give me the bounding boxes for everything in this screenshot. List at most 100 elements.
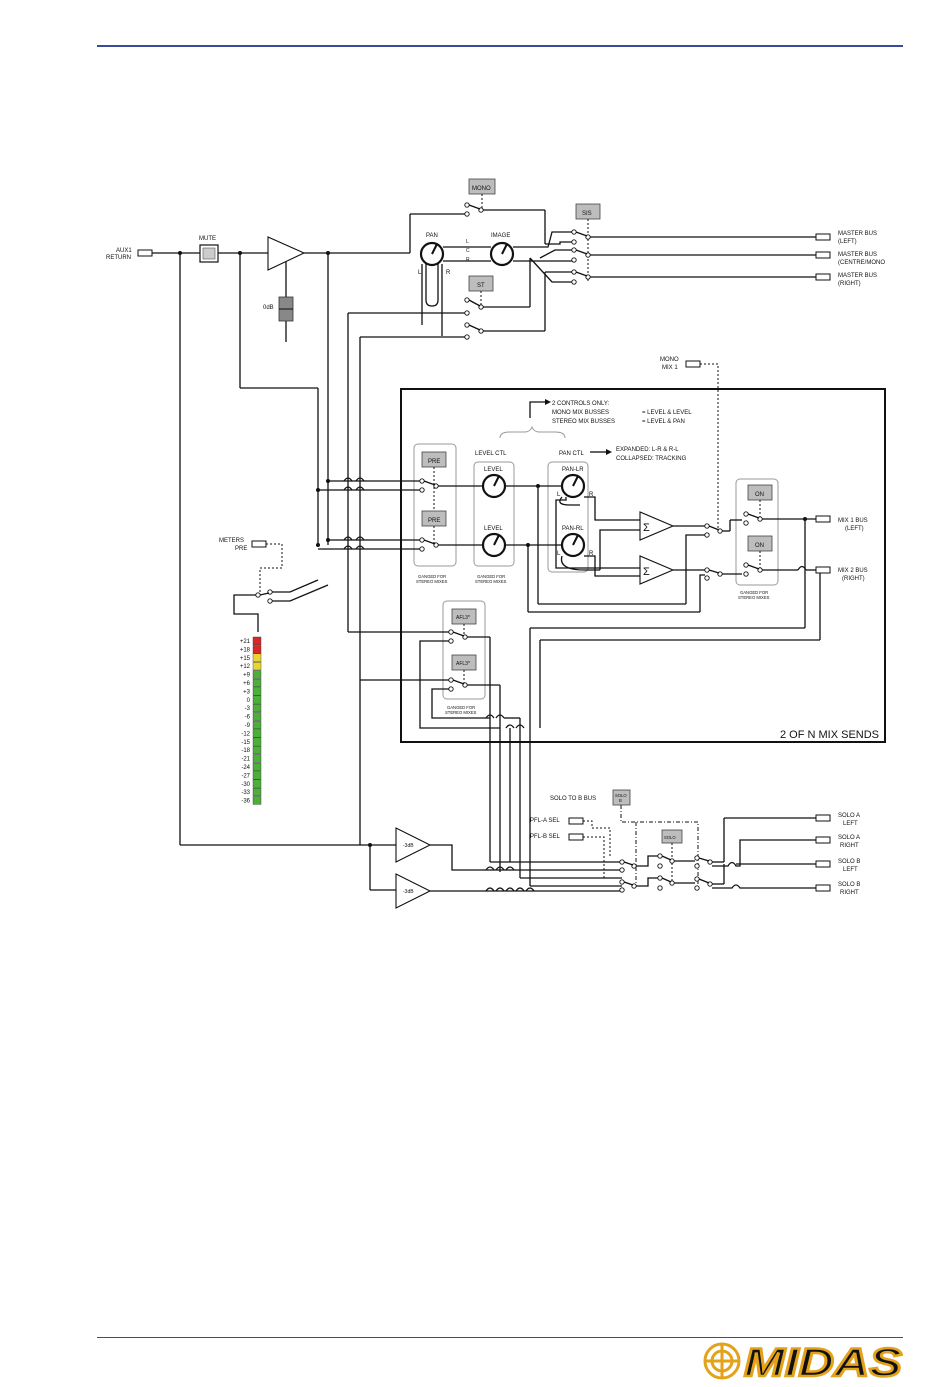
meter-segment	[252, 687, 262, 696]
solo-to-b-button-label: SOLO	[615, 793, 627, 798]
mix-sends-title: 2 OF N MIX SENDS	[780, 729, 879, 741]
level-knob-bottom-label: LEVEL	[484, 526, 503, 532]
solo-amp-top	[395, 827, 432, 863]
sis-button-label: SIS	[582, 211, 592, 217]
sum-amp-top-label: Σ	[643, 522, 650, 534]
aux-return-label: AUX1	[116, 248, 132, 254]
mute-label: MUTE	[199, 236, 216, 242]
mix2-label: MIX 2 BUS	[838, 568, 868, 574]
sum-amp-top	[639, 511, 675, 541]
st-button-label: ST	[477, 283, 485, 289]
footer-rule	[97, 1337, 903, 1338]
image-knob-label: IMAGE	[491, 233, 510, 239]
pfl-a-port	[568, 817, 584, 825]
meter-scale-label: -24	[241, 765, 250, 771]
pan-lr-l-label: L	[557, 492, 561, 498]
mono-button-label: MONO	[472, 186, 491, 192]
meter-segment	[252, 754, 262, 763]
pre-button-top-label: PRE	[428, 459, 440, 465]
meter-segment	[252, 678, 262, 688]
ganged-label-4: GANGED FOR	[447, 705, 475, 710]
level-ctl-label: LEVEL CTL	[475, 451, 507, 457]
meter-scale-label: -36	[241, 799, 250, 805]
pan-lr-label: PAN-LR	[562, 467, 584, 473]
meter-scale-label: -15	[241, 740, 250, 746]
master-right-label-2: (RIGHT)	[838, 281, 861, 287]
solo-button-label: SOLO	[664, 835, 676, 840]
solo-switch-bank	[619, 853, 713, 893]
solo-b-right-label: SOLO B	[838, 882, 860, 888]
aux-return-label-2: RETURN	[106, 255, 131, 261]
solo-to-b-button-label-2: B	[619, 798, 622, 803]
solo-to-b-label: SOLO TO B BUS	[550, 796, 596, 802]
level-knob-top-label: LEVEL	[484, 467, 503, 473]
solo-a-left-label: SOLO A	[838, 813, 860, 819]
solo-b-right-port	[815, 884, 831, 892]
midas-logo: MIDAS	[703, 1340, 904, 1386]
stereo-mix-busses-value: = LEVEL & PAN	[642, 419, 685, 425]
ganged-label-1: GANGED FOR	[418, 574, 446, 579]
meter-segment	[252, 704, 262, 713]
mix1-port	[815, 515, 831, 523]
pfl-b-label: PFL-B SEL	[530, 834, 561, 840]
meter-segment	[252, 796, 262, 805]
meter-scale-label: -27	[241, 773, 250, 779]
master-centre-label: MASTER BUS	[838, 252, 877, 258]
meter-scale-label: -18	[241, 748, 250, 754]
ganged-label-2: GANGED FOR	[477, 574, 505, 579]
meter-segment	[252, 695, 262, 704]
controls-only-label: 2 CONTROLS ONLY:	[552, 401, 610, 407]
solo-a-left-label-2: LEFT	[843, 821, 858, 827]
solo-a-right-label-2: RIGHT	[840, 843, 859, 849]
meter-scale-label: -21	[241, 757, 250, 763]
afl-button-top-label: AFL3*	[456, 615, 470, 621]
solo-amp-bottom-label: -3dB	[403, 889, 414, 895]
sum-amp-bottom	[639, 555, 675, 585]
master-right-label: MASTER BUS	[838, 273, 877, 279]
mono-mix-label: MONO	[660, 357, 679, 363]
solo-b-left-port	[815, 860, 831, 868]
ganged-label-3b: STEREO MIXES	[738, 595, 770, 600]
mono-mix-busses-value: = LEVEL & LEVEL	[642, 410, 692, 416]
solo-a-left-port	[815, 814, 831, 822]
solo-b-left-label: SOLO B	[838, 859, 860, 865]
meter-segment	[252, 720, 262, 730]
meter-segment	[252, 645, 262, 654]
meter-segment	[252, 762, 262, 772]
ganged-label-1b: STEREO MIXES	[416, 579, 448, 584]
mono-mix-port	[685, 360, 701, 368]
meter-scale-label: +15	[240, 656, 251, 662]
meter-scale-label: -9	[245, 723, 251, 729]
master-left-port	[815, 233, 831, 241]
midas-roundel-icon	[703, 1342, 741, 1380]
meter-segment	[252, 737, 262, 746]
solo-a-right-port	[815, 836, 831, 844]
meters-label: METERS	[219, 538, 244, 544]
meter-segment	[252, 788, 262, 797]
pan-lr-r-label: R	[589, 492, 594, 498]
meter-segment	[252, 712, 262, 721]
pan-rl-label: PAN-RL	[562, 526, 584, 532]
solo-a-right-label: SOLO A	[838, 835, 860, 841]
sum-amp-bottom-label: Σ	[643, 566, 650, 578]
meter-scale-label: -6	[245, 715, 251, 721]
pre-button-bottom-label: PRE	[428, 518, 440, 524]
mix-sends-box	[400, 388, 886, 743]
mix2-label-2: (RIGHT)	[842, 576, 865, 582]
meter-scale-label: +6	[243, 681, 251, 687]
ganged-label-4b: STEREO MIXES	[445, 710, 477, 715]
mix1-label: MIX 1 BUS	[838, 518, 868, 524]
meter-scale-label: +3	[243, 689, 251, 695]
meter-scale-label: +9	[243, 673, 251, 679]
midas-logo-text: MIDAS	[744, 1341, 902, 1385]
meter-scale-label: -33	[241, 790, 250, 796]
solo-amp-bottom	[395, 873, 432, 909]
pan-rl-l-label: L	[557, 551, 561, 557]
solo-amp-top-label: -3dB	[403, 843, 414, 849]
meters-port	[251, 540, 267, 548]
aux-return-port	[137, 249, 153, 257]
on-button-top-label: ON	[755, 492, 764, 498]
master-centre-port	[815, 251, 831, 259]
pfl-b-port	[568, 833, 584, 841]
meter-segment	[252, 662, 262, 671]
